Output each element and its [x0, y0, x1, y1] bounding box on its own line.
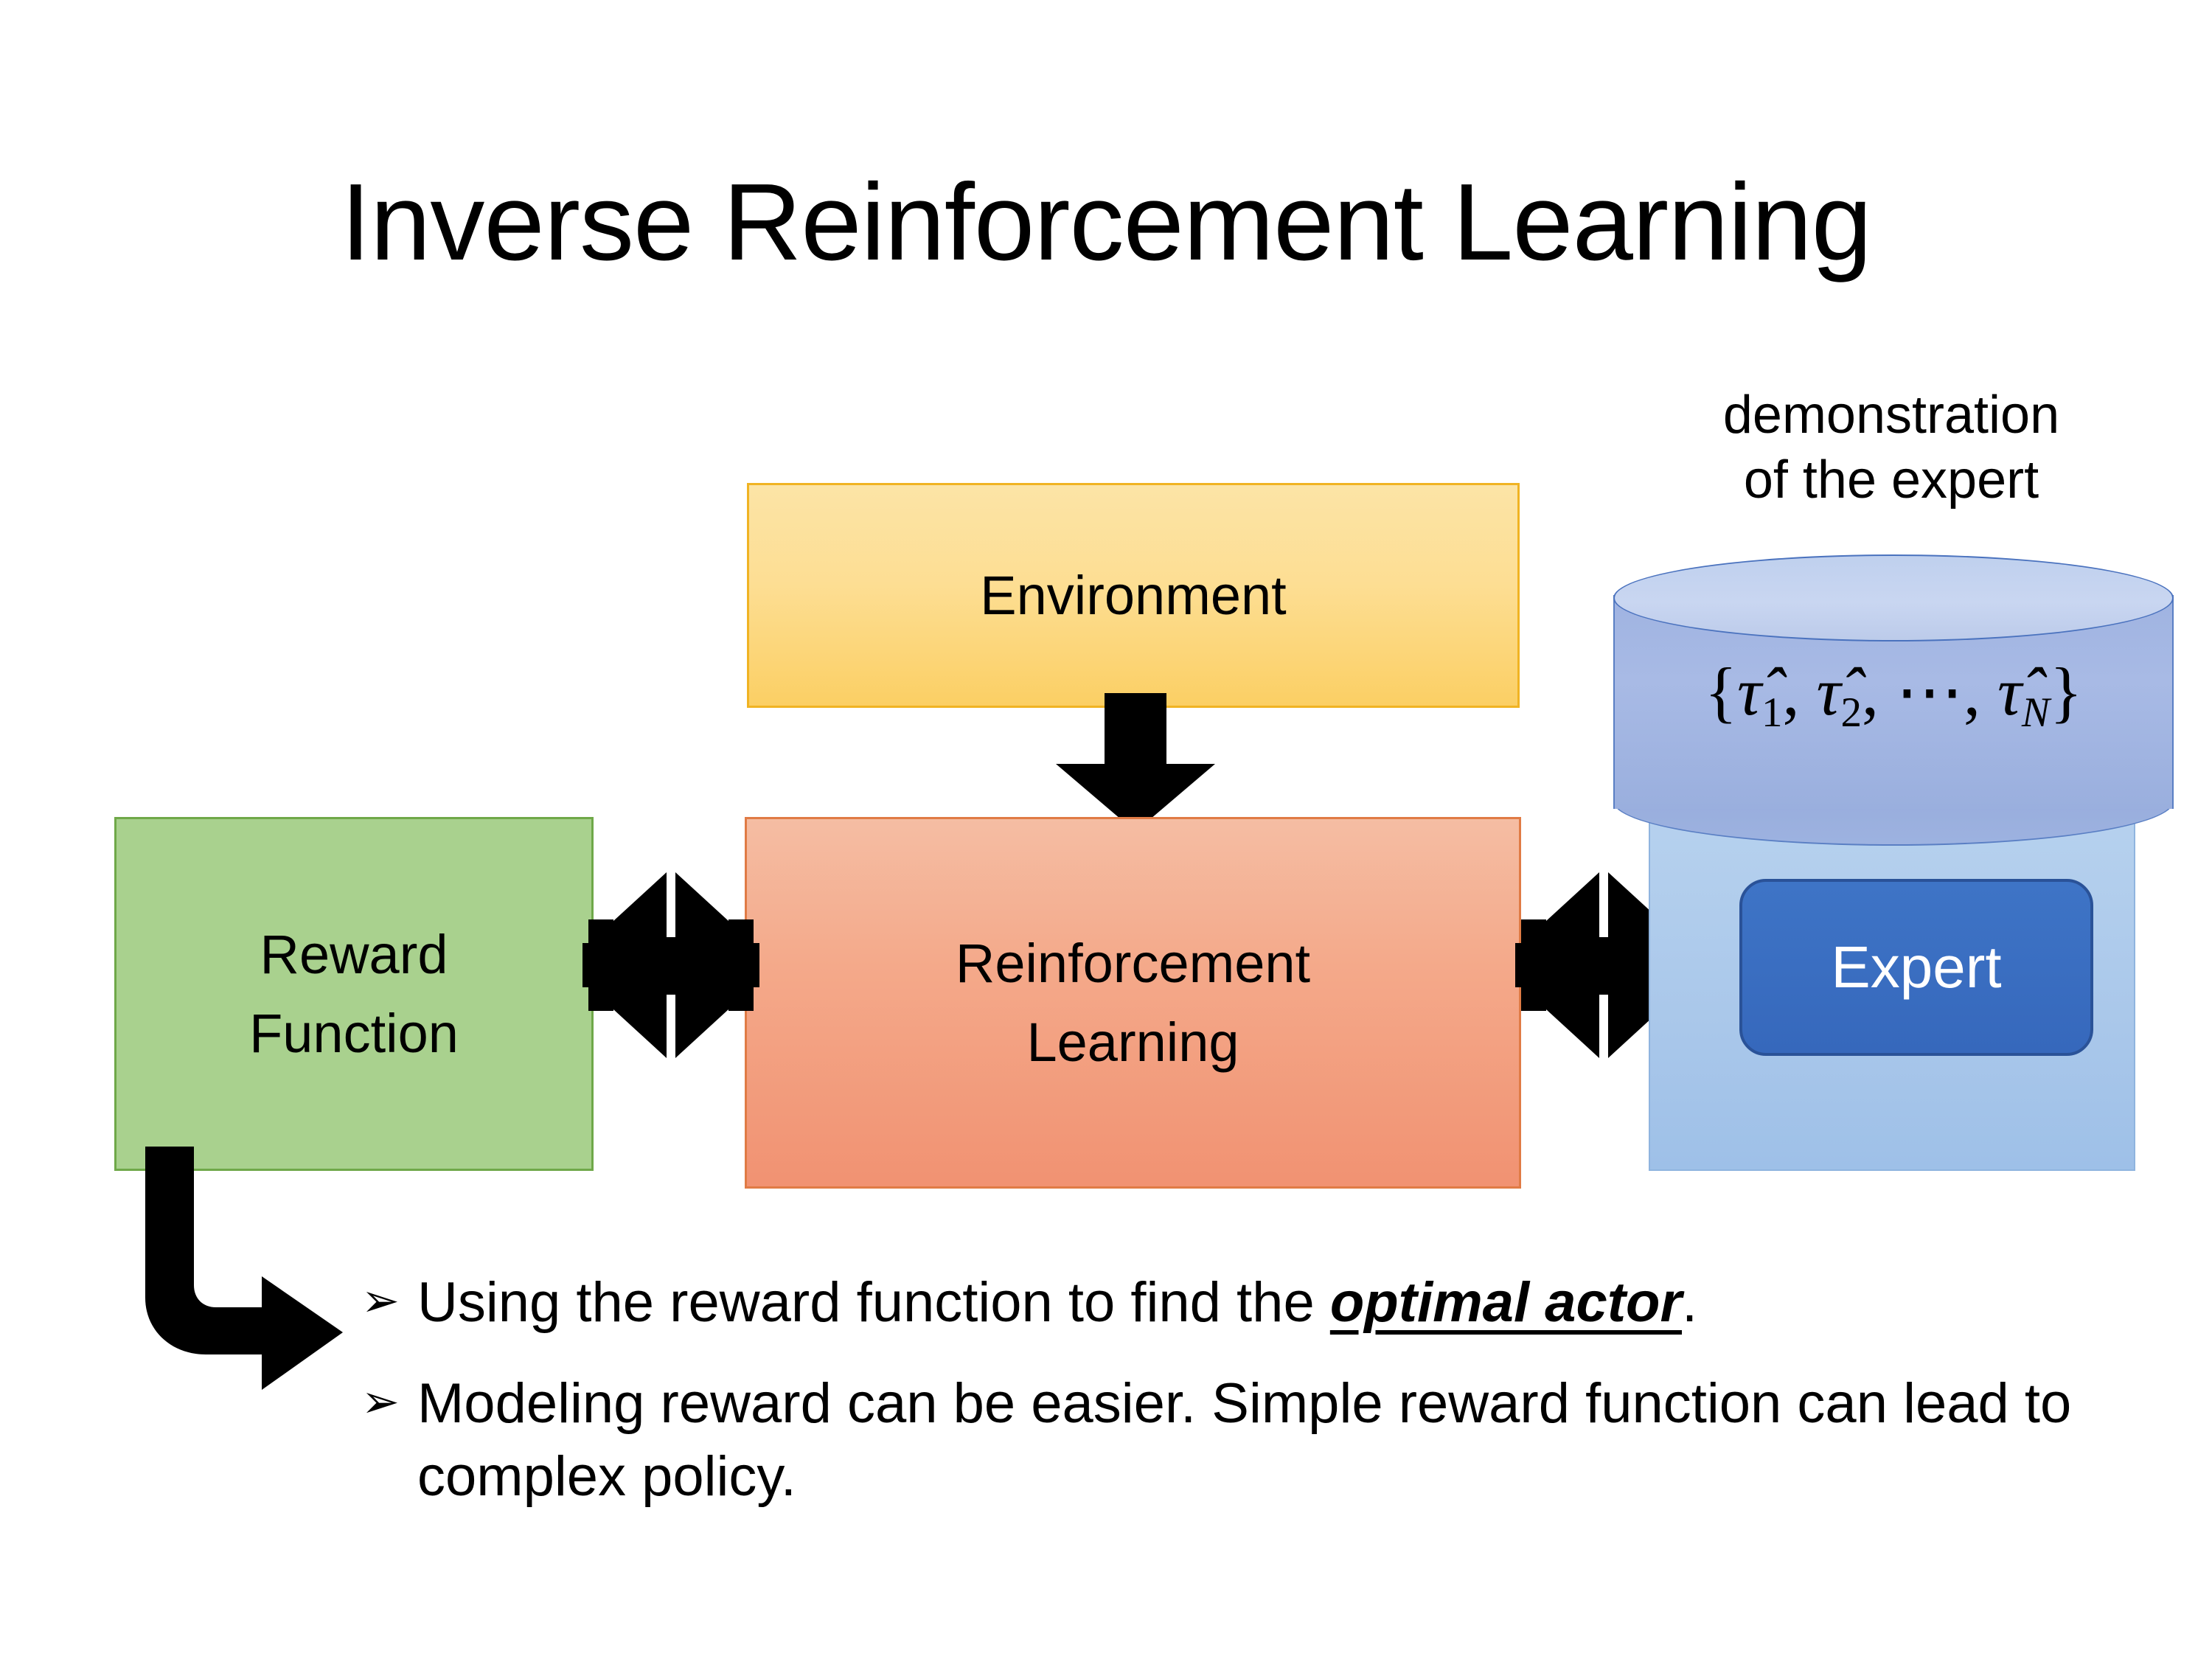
reward-function-box[interactable]: Reward Function: [114, 817, 594, 1171]
bullet-list: ➢ Using the reward function to find the …: [361, 1267, 2072, 1541]
environment-box-label: Environment: [980, 565, 1287, 626]
bullet-text-2: Modeling reward can be easier. Simple re…: [417, 1368, 2072, 1514]
trajectory-set-formula: {τ̂1, τ̂2, ⋯, τ̂N}: [1613, 658, 2174, 734]
formula-close-brace: }: [2049, 654, 2083, 729]
cylinder-top-ellipse: [1613, 554, 2174, 641]
formula-tau-n: τ̂: [1997, 654, 2022, 729]
demonstration-cylinder: {τ̂1, τ̂2, ⋯, τ̂N}: [1613, 554, 2174, 846]
formula-separator-1: ,: [1782, 654, 1817, 729]
demonstration-label-line2: of the expert: [1743, 450, 2039, 509]
list-item: ➢ Using the reward function to find the …: [361, 1267, 2072, 1340]
environment-box[interactable]: Environment: [747, 483, 1520, 708]
bullet-text-1: Using the reward function to find the op…: [417, 1267, 2072, 1340]
formula-separator-2: , ⋯,: [1861, 654, 1997, 729]
quad-arrow-icon-left: [582, 872, 759, 1058]
bullet-1-emphasis: optimal actor: [1329, 1271, 1683, 1334]
list-item: ➢ Modeling reward can be easier. Simple …: [361, 1368, 2072, 1514]
formula-open-brace: {: [1704, 654, 1738, 729]
bullet-2-text-before: Modeling reward can be easier. Simple re…: [417, 1371, 2072, 1508]
demonstration-label-line1: demonstration: [1722, 386, 2060, 445]
reinforcement-learning-label-line2: Learning: [1026, 1012, 1239, 1073]
quad-arrow-icon-right: [1515, 872, 1692, 1058]
expert-chip-label: Expert: [1831, 934, 2002, 1000]
bullet-1-text-before: Using the reward function to find the: [417, 1271, 1330, 1334]
down-arrow-icon: [1056, 693, 1215, 832]
reward-function-label-line1: Reward: [260, 923, 448, 985]
demonstration-label: demonstration of the expert: [1633, 383, 2149, 513]
reinforcement-learning-label-line1: Reinforcement: [955, 932, 1311, 994]
formula-subscript-2: 2: [1840, 689, 1862, 736]
bullet-1-text-after: .: [1682, 1271, 1698, 1334]
page-title: Inverse Reinforcement Learning: [340, 161, 1872, 283]
reinforcement-learning-box[interactable]: Reinforcement Learning: [745, 817, 1521, 1189]
formula-subscript-n: N: [2021, 689, 2050, 736]
elbow-arrow-icon: [145, 1147, 343, 1390]
formula-tau-2: τ̂: [1816, 654, 1841, 729]
bullet-arrow-icon: ➢: [361, 1276, 400, 1326]
formula-subscript-1: 1: [1761, 689, 1783, 736]
bullet-arrow-icon: ➢: [361, 1376, 400, 1427]
expert-chip[interactable]: Expert: [1739, 879, 2093, 1056]
formula-tau-1: τ̂: [1737, 654, 1761, 729]
reward-function-label-line2: Function: [249, 1003, 459, 1064]
